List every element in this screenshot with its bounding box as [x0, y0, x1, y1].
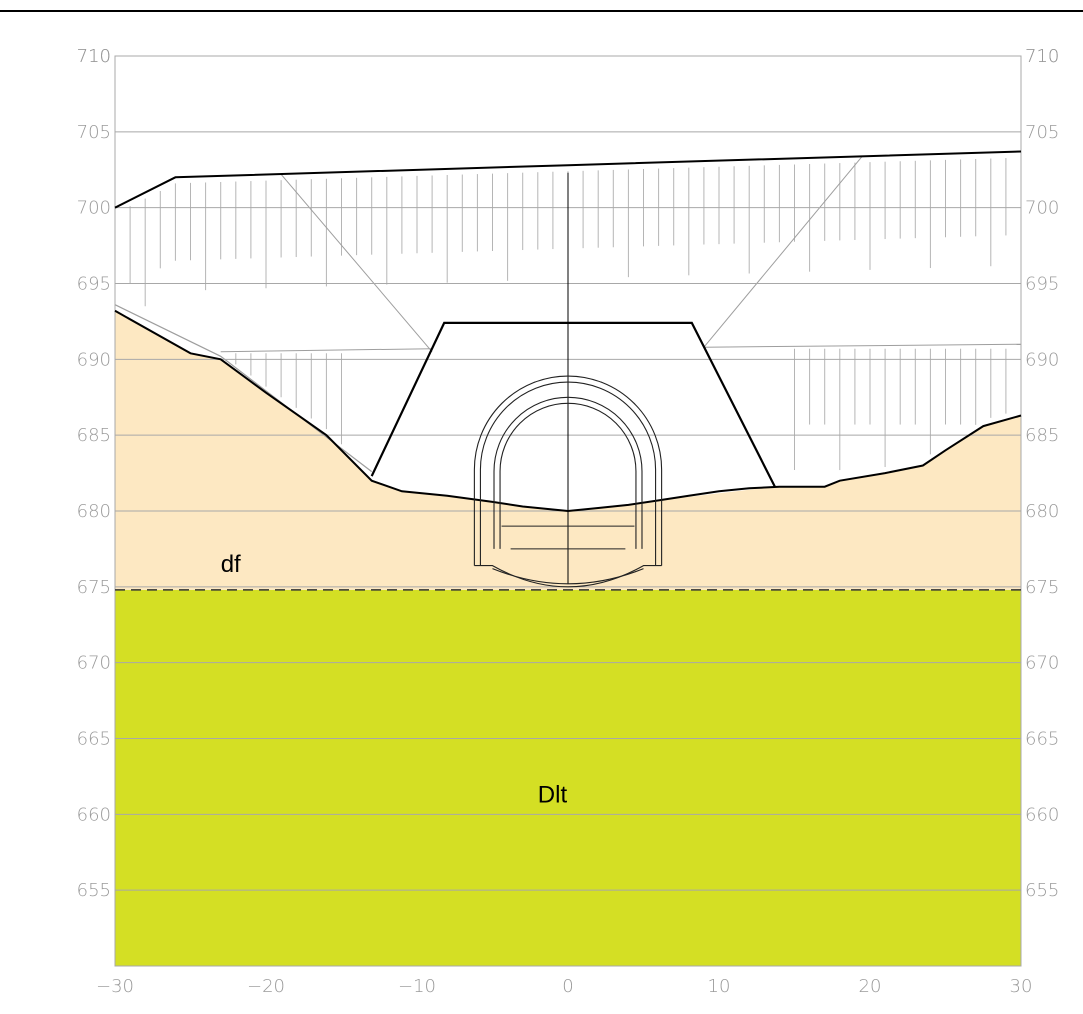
y-tick-left: 710: [77, 46, 111, 67]
slope-line-left: [114, 304, 373, 473]
diag-line-right: [703, 155, 863, 348]
plot-frame: [114, 55, 1022, 967]
y-tick-right: 690: [1025, 349, 1059, 370]
axis-ticks: 655 655 660 660 665 665 670 670 675 675 680 680 685 6…: [77, 46, 1060, 997]
y-tick-right: 660: [1025, 804, 1059, 825]
bench-line-left: [220, 348, 433, 353]
tunnel-lining-line: [493, 396, 643, 549]
unit-fill-dlt: [115, 589, 1021, 966]
x-tick: 20: [859, 976, 882, 997]
y-tick-left: 680: [77, 501, 111, 522]
y-tick-left: 655: [77, 880, 111, 901]
soil-fill-layers: [115, 310, 1021, 966]
y-tick-right: 710: [1025, 46, 1059, 67]
tunnel-lining-line: [479, 381, 657, 566]
ground-surface-line: [114, 309, 1022, 513]
x-tick: −20: [247, 976, 285, 997]
unit-label-df: df: [221, 551, 241, 578]
x-tick: 30: [1010, 976, 1033, 997]
unit-label-dlt: Dlt: [538, 782, 568, 809]
y-tick-right: 665: [1025, 729, 1059, 750]
y-tick-left: 670: [77, 653, 111, 674]
y-tick-left: 660: [77, 804, 111, 825]
excavation-void: [371, 322, 775, 511]
y-tick-left: 675: [77, 577, 111, 598]
y-tick-right: 700: [1025, 198, 1059, 219]
y-tick-right: 685: [1025, 425, 1059, 446]
tunnel-lining-line: [473, 375, 663, 566]
y-tick-right: 705: [1025, 122, 1059, 143]
y-tick-left: 665: [77, 729, 111, 750]
y-tick-left: 690: [77, 349, 111, 370]
unit-fill-df: [115, 310, 1021, 590]
y-tick-left: 710: [77, 46, 111, 67]
bench-line-right: [703, 343, 1022, 348]
x-tick: −30: [96, 976, 134, 997]
tunnel-invert-outer: [474, 565, 662, 588]
tunnel-lining-line: [499, 402, 637, 549]
y-tick-left: 685: [77, 425, 111, 446]
y-tick-right: 670: [1025, 653, 1059, 674]
y-tick-right: 695: [1025, 274, 1059, 295]
y-tick-right: 680: [1025, 501, 1059, 522]
y-tick-left: 700: [77, 198, 111, 219]
fill-hatching: [114, 155, 1022, 473]
x-tick: 0: [562, 976, 573, 997]
excavation-and-tunnel: [114, 150, 1022, 591]
y-tick-right: 655: [1025, 880, 1059, 901]
x-tick: −10: [398, 976, 436, 997]
tunnel-invert-inner: [492, 568, 644, 585]
top-surface-line: [114, 150, 1022, 209]
y-tick-left: 705: [77, 122, 111, 143]
y-tick-left: 695: [77, 274, 111, 295]
x-tick: 10: [708, 976, 731, 997]
y-tick-right: 710: [1025, 46, 1059, 67]
y-tick-right: 675: [1025, 577, 1059, 598]
diag-line-left: [280, 173, 433, 353]
